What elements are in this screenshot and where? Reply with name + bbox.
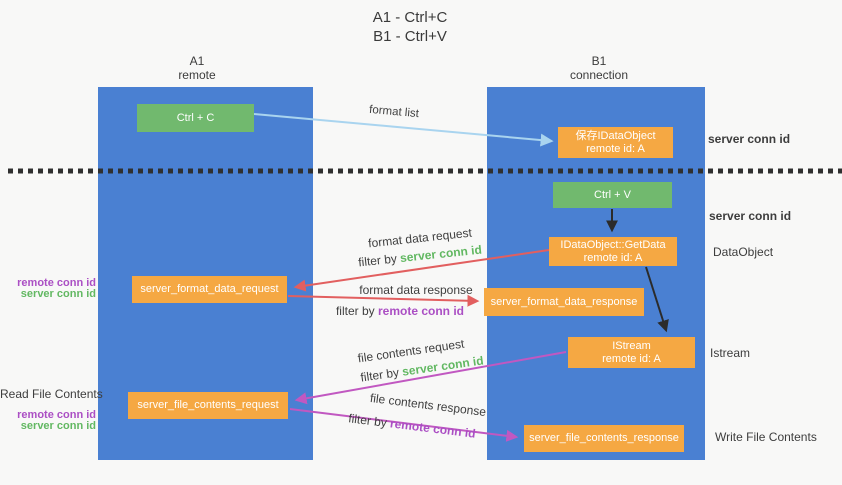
file-contents-response-text: file contents response [369,390,487,420]
format-response-label: server_format_data_response [490,295,638,308]
ctrl-c-label: Ctrl + C [176,111,215,124]
read-file-contents-note: Read File Contents [0,387,103,401]
server-file-contents-request-box: server_file_contents_request [128,392,288,419]
server-format-data-request-box: server_format_data_request [132,276,287,303]
format-request-label: server_format_data_request [140,283,279,295]
diagram-title: A1 - Ctrl+C B1 - Ctrl+V [310,8,510,46]
write-file-contents-note: Write File Contents [715,430,817,444]
filter-by-text: filter by [359,365,400,385]
save-idataobject-line1: 保存IDataObject [575,129,656,142]
conn-id-pair-top: remote conn id server conn id [0,278,96,300]
format-list-label: format list [314,99,474,125]
ctrl-v-box: Ctrl + V [553,182,672,208]
filter-by-text: filter by [357,251,398,270]
lane-a1-role: remote [178,68,216,82]
server-format-data-response-box: server_format_data_response [484,288,644,316]
remote-conn-id-text: remote conn id [389,416,477,441]
lane-header-b1: B1 connection [539,54,659,82]
save-idataobject-box: 保存IDataObject remote id: A [558,127,673,158]
format-data-response-label: format data response [336,283,496,297]
ctrl-c-box: Ctrl + C [137,104,254,132]
title-line-2: B1 - Ctrl+V [373,28,447,45]
server-conn-id-text: server conn id [399,242,483,266]
lane-b1-name: B1 [591,54,607,68]
format-data-response-filter-label: filter by remote conn id [320,304,480,318]
server-conn-id-note-top: server conn id [708,132,791,146]
lane-b1-role: connection [569,68,629,82]
dataobject-note: DataObject [713,245,774,259]
istream-note: Istream [710,346,751,360]
getdata-line1: IDataObject::GetData [560,238,666,251]
remote-conn-id-note: remote conn id [17,277,96,289]
filter-by-text: filter by [347,411,388,430]
server-conn-id-note: server conn id [20,288,96,300]
getdata-line2: remote id: A [583,251,643,264]
title-line-1: A1 - Ctrl+C [372,9,448,26]
ctrl-v-label: Ctrl + V [594,188,631,201]
istream-line1: IStream [612,339,651,352]
remote-conn-id-text: remote conn id [378,304,465,318]
format-data-response-text: format data response [359,283,473,297]
remote-conn-id-note: remote conn id [17,409,96,421]
format-list-text: format list [368,103,420,121]
server-file-contents-response-box: server_file_contents_response [524,425,684,452]
save-idataobject-line2: remote id: A [586,142,645,155]
conn-id-pair-bottom: remote conn id server conn id [0,410,96,432]
istream-box: IStream remote id: A [568,337,695,368]
file-request-label: server_file_contents_request [137,399,279,411]
istream-line2: remote id: A [602,352,661,365]
server-conn-id-note-mid: server conn id [709,209,792,223]
filter-by-text: filter by [335,304,375,318]
idataobject-getdata-box: IDataObject::GetData remote id: A [549,237,677,266]
lane-header-a1: A1 remote [137,54,257,82]
lane-a1-name: A1 [189,54,205,68]
server-conn-id-note: server conn id [20,420,96,432]
file-response-label: server_file_contents_response [529,432,679,444]
